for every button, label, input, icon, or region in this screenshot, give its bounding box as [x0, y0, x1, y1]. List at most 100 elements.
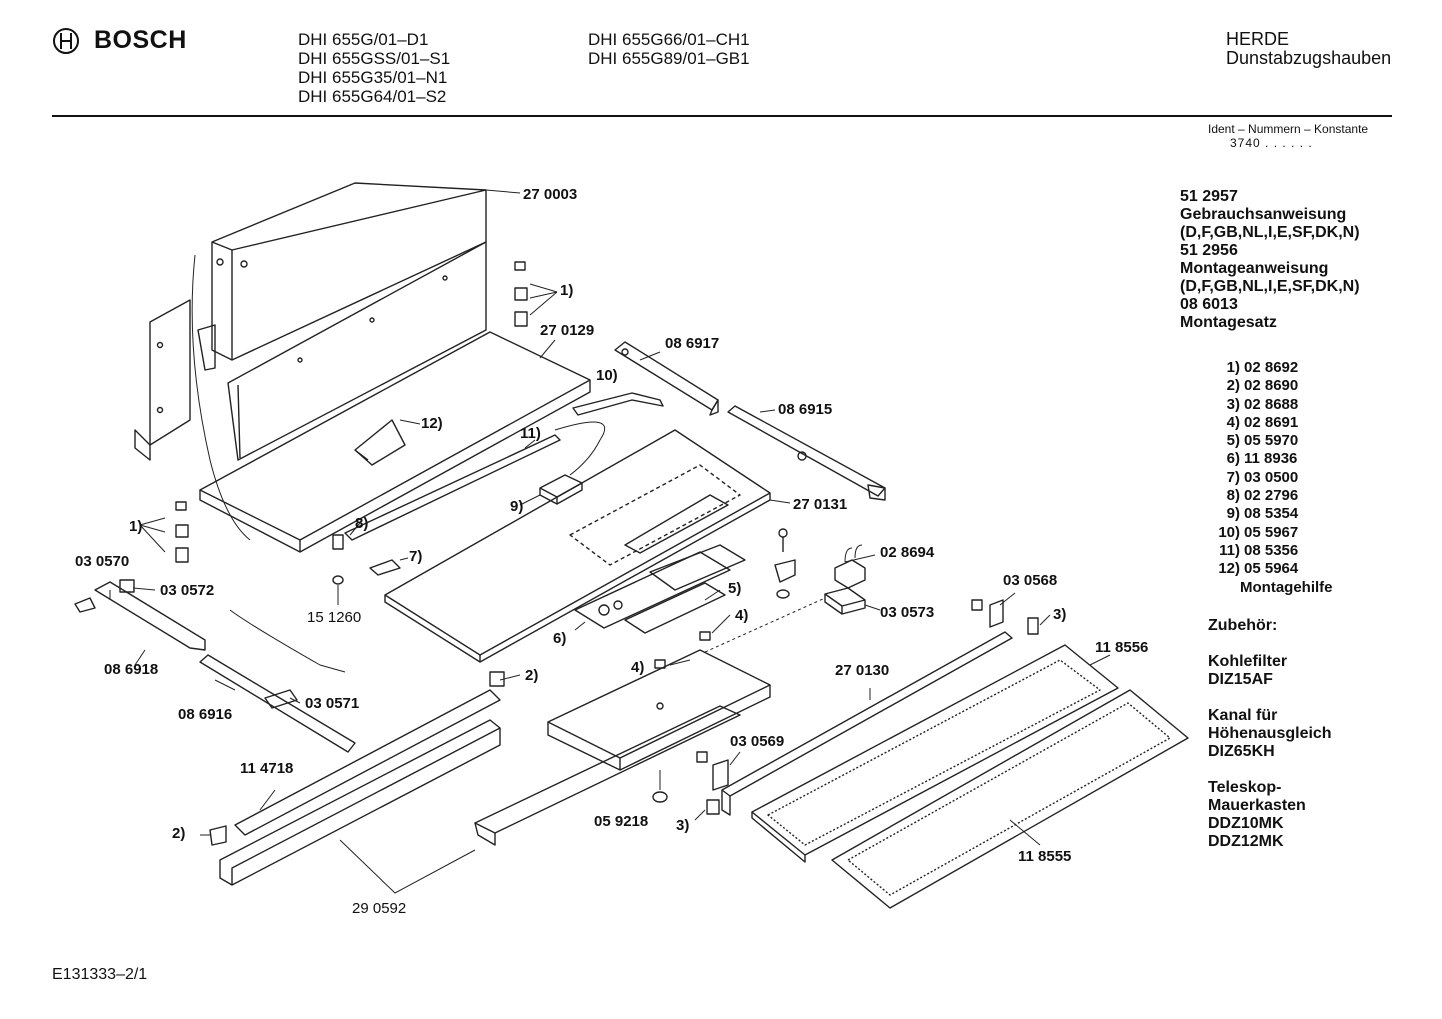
accessory-group: Kohlefilter DIZ15AF: [1208, 653, 1332, 689]
screw-part: [774, 528, 796, 599]
part-code: 03 0500: [1244, 468, 1299, 486]
part-number: 5): [1226, 432, 1240, 450]
small-part: [654, 659, 666, 669]
callout-label: 4): [631, 659, 645, 676]
leader-lines: [109, 189, 1111, 894]
doc-line: 08 6013: [1180, 296, 1238, 313]
documents-list: 51 2957 Gebrauchsanweisung (D,F,GB,NL,I,…: [1180, 188, 1360, 332]
callout-label: 2): [525, 667, 539, 684]
part-row: 4)02 8691: [1210, 414, 1333, 432]
carbon-filter-part: [831, 689, 1189, 909]
small-part: [332, 534, 401, 585]
accessory-line: DDZ10MK: [1208, 815, 1284, 832]
slide-rail-part: [199, 654, 356, 753]
part-row: 8)02 2796: [1210, 487, 1333, 505]
clip-part: [989, 599, 1004, 628]
part-number: 7): [1226, 468, 1240, 486]
part-row: 11)08 5356: [1210, 542, 1333, 560]
doc-line: (D,F,GB,NL,I,E,SF,DK,N): [1180, 224, 1360, 241]
callout-label: 12): [421, 415, 443, 432]
clip-part: [971, 599, 983, 611]
callout-label: 5): [728, 580, 742, 597]
accessory-line: Kanal für: [1208, 707, 1278, 724]
callout-label: 11 4718: [240, 760, 294, 777]
part-number: 11): [1219, 541, 1240, 559]
part-row: 2)02 8690: [1210, 377, 1333, 395]
part-row: 1)02 8692: [1210, 359, 1333, 377]
part-code: 02 8691: [1244, 413, 1299, 431]
doc-line: Montageanweisung: [1180, 260, 1329, 277]
accessory-line: DDZ12MK: [1208, 833, 1284, 850]
part-row: 6)11 8936: [1210, 450, 1333, 468]
part-code: 02 8688: [1244, 395, 1299, 413]
callout-label: 15 1260: [307, 609, 362, 626]
doc-line: 51 2957: [1180, 188, 1238, 205]
callout-label: 1): [560, 282, 574, 299]
part-code: 02 8692: [1244, 359, 1299, 376]
ident-block: Ident – Nummern – Konstante 3740 . . . .…: [1208, 122, 1368, 150]
tube-part: [209, 671, 505, 846]
part-code: 08 5354: [1244, 505, 1299, 523]
drawing-number: E131333–2/1: [52, 966, 148, 983]
model-list-1: DHI 655G/01–D1 DHI 655GSS/01–S1 DHI 655G…: [298, 30, 450, 106]
control-board-part: [574, 544, 746, 634]
fastener-part: [175, 501, 189, 563]
parts-list: 1)02 8692 2)02 8690 3)02 8688 4)02 8691 …: [1210, 359, 1333, 597]
part-number: 9): [1226, 505, 1240, 523]
base-tray-part: [199, 331, 591, 553]
model-item: DHI 655G35/01–N1: [298, 68, 448, 87]
callout-label: 08 6917: [665, 335, 720, 352]
callout-label: 05 9218: [594, 813, 649, 830]
callout-label: 27 0130: [835, 662, 890, 679]
wall-bracket-part: [134, 299, 191, 461]
callout-label: 08 6915: [778, 401, 833, 418]
accessory-line: Höhenausgleich: [1208, 725, 1332, 742]
part-code: 02 2796: [1244, 487, 1299, 505]
part-number: 10): [1218, 523, 1240, 541]
part-number: 12): [1218, 560, 1240, 578]
clip-part: [712, 759, 729, 791]
accessory-line: DIZ65KH: [1208, 743, 1275, 760]
part-row: 9)08 5354: [1210, 505, 1333, 523]
callout-label: 8): [355, 515, 369, 532]
top-cover-part: [191, 182, 487, 541]
fastener-part: [514, 261, 528, 327]
switch-part: [834, 544, 866, 589]
part-number: 8): [1226, 487, 1240, 505]
grease-filter-part: [751, 644, 1119, 863]
callout-label: 3): [1053, 606, 1067, 623]
callout-label: 1): [129, 518, 143, 535]
part-number: 2): [1226, 377, 1240, 395]
callout-label: 03 0568: [1003, 572, 1058, 589]
part-row: 3)02 8688: [1210, 396, 1333, 414]
callout-label: 11 8555: [1018, 848, 1072, 865]
part-number: 3): [1226, 395, 1240, 413]
channel-part: [824, 587, 866, 615]
part-number: 6): [1226, 450, 1240, 468]
profile-part: [219, 719, 501, 886]
connector-block-part: [539, 474, 583, 505]
subcategory: Dunstabzugshauben: [1226, 48, 1392, 68]
callout-label: 7): [409, 548, 423, 565]
header-divider: [52, 115, 1392, 117]
doc-line: Gebrauchsanweisung: [1180, 206, 1347, 223]
callout-label: 08 6916: [178, 706, 233, 723]
category-block: HERDE Dunstabzugshauben: [1226, 30, 1391, 68]
part-code: 08 5356: [1244, 541, 1299, 559]
callout-label: 03 0571: [305, 695, 360, 712]
part-code: 11 8936: [1244, 450, 1298, 468]
accessory-line: Teleskop-: [1208, 779, 1282, 796]
part-row: 12)05 5964: [1210, 560, 1333, 578]
callout-label: 03 0572: [160, 582, 215, 599]
callout-label: 9): [510, 498, 524, 515]
model-item: DHI 655G/01–D1: [298, 30, 429, 49]
callout-label: 27 0131: [793, 496, 848, 513]
accessories-title: Zubehör:: [1208, 617, 1278, 634]
callout-label: 11): [520, 425, 541, 442]
cable-part: [229, 609, 346, 673]
callout-label: 03 0569: [730, 733, 785, 750]
lower-tray-part: [384, 429, 771, 663]
part-code: 05 5970: [1244, 432, 1299, 450]
doc-line: (D,F,GB,NL,I,E,SF,DK,N): [1180, 278, 1360, 295]
